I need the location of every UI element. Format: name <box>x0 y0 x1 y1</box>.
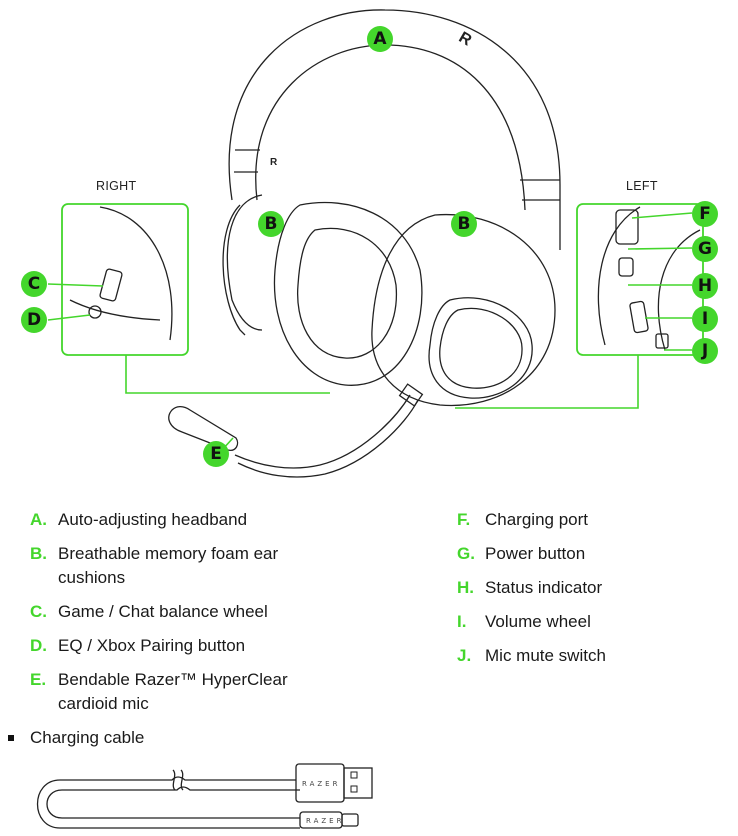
legend-item-g: G.Power button <box>457 544 586 563</box>
callout-g: G <box>692 236 718 262</box>
legend-left: A.Auto-adjusting headband B.Breathable m… <box>30 508 313 726</box>
legend-item-e: E.Bendable Razer™ HyperClear cardioid mi… <box>30 670 288 713</box>
legend-item-f: F.Charging port <box>457 510 589 529</box>
headband-mark-r2: R <box>456 29 475 50</box>
bullet-square-icon <box>8 735 14 741</box>
legend-item-i: I.Volume wheel <box>457 612 591 631</box>
brand-text-usb-c: RAZER <box>306 817 344 825</box>
callout-h: H <box>692 273 718 299</box>
legend-item-c: C.Game / Chat balance wheel <box>30 602 268 621</box>
callout-i: I <box>692 306 718 332</box>
brand-text-usb-a: RAZER <box>302 780 340 788</box>
callout-f: F <box>692 201 718 227</box>
callout-c: C <box>21 271 47 297</box>
bullet-text: Charging cable <box>30 728 145 747</box>
label-left: LEFT <box>626 179 658 193</box>
callout-b-right: B <box>258 211 284 237</box>
headband-mark-r1: R <box>270 157 278 168</box>
callout-d: D <box>21 307 47 333</box>
callout-a: A <box>367 26 393 52</box>
bullet-charging-cable: Charging cable <box>8 728 144 748</box>
legend-right: F.Charging port G.Power button H.Status … <box>457 508 738 678</box>
legend-item-h: H.Status indicator <box>457 578 603 597</box>
legend-item-d: D.EQ / Xbox Pairing button <box>30 636 246 655</box>
callout-e: E <box>203 441 229 467</box>
legend-item-b: B.Breathable memory foam ear cushions <box>30 544 279 587</box>
legend-item-j: J.Mic mute switch <box>457 646 606 665</box>
callout-b-left: B <box>451 211 477 237</box>
label-right: RIGHT <box>96 179 137 193</box>
legend-item-a: A.Auto-adjusting headband <box>30 510 248 529</box>
callout-j: J <box>692 338 718 364</box>
